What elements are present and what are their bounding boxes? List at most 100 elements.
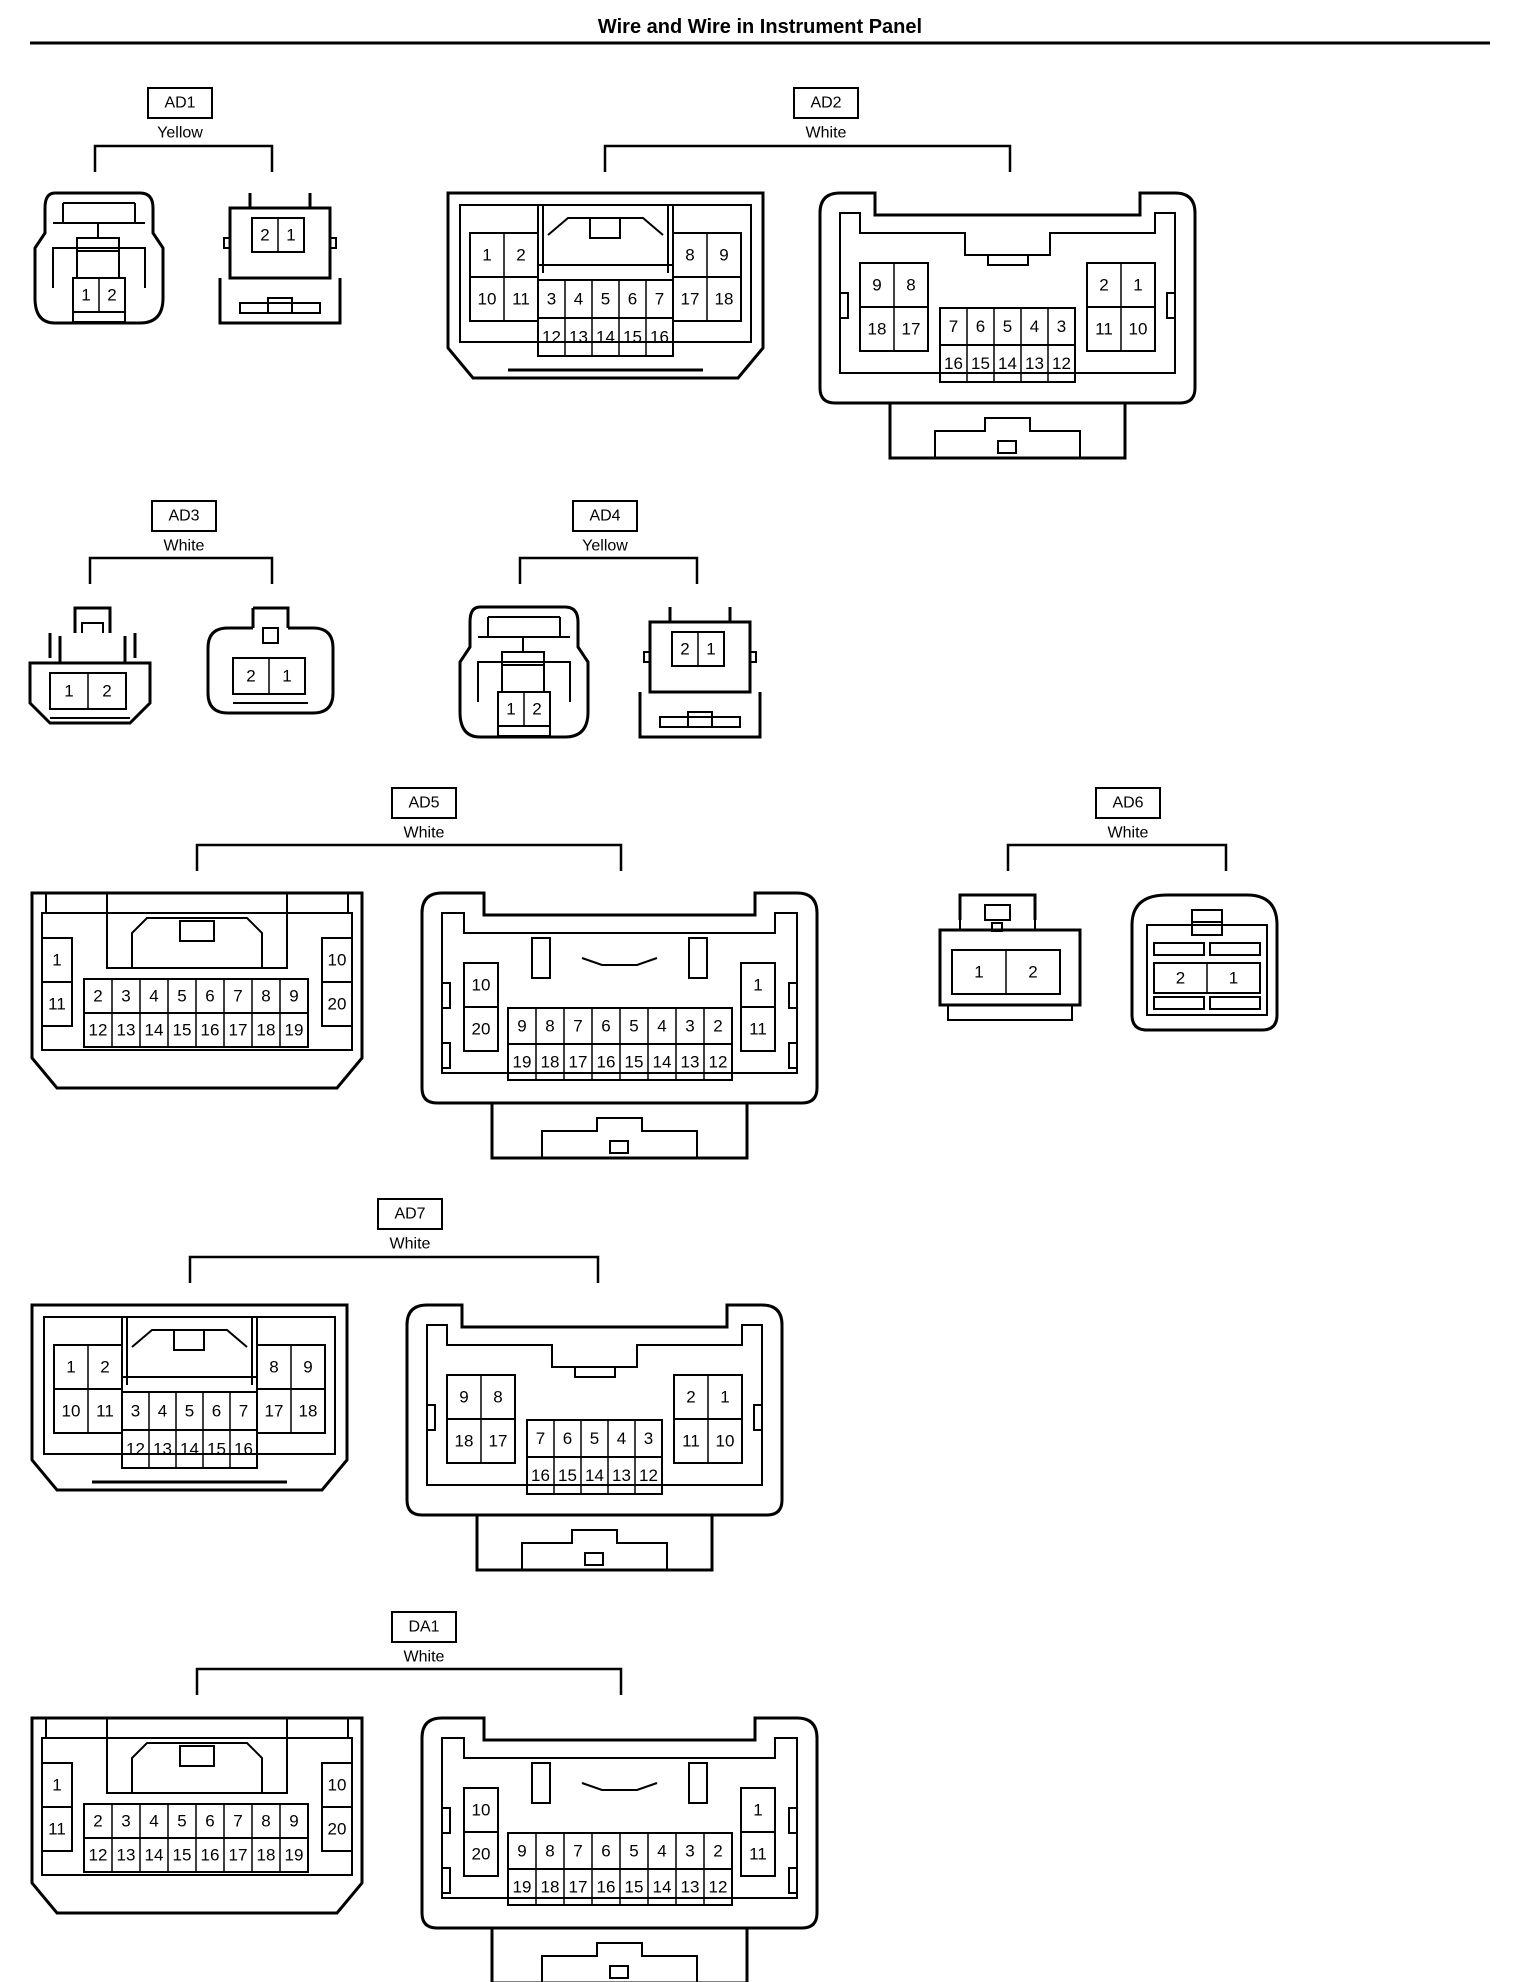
connector-bracket	[518, 556, 699, 584]
housing-inner	[477, 661, 571, 702]
pin-number: 1	[282, 667, 291, 686]
side-rib	[441, 1042, 451, 1069]
pin-number: 16	[201, 1021, 220, 1040]
pin-number: 12	[1052, 354, 1071, 373]
connector-id: AD2	[810, 95, 841, 112]
side-rib	[749, 651, 757, 663]
pin-number: 2	[713, 1842, 722, 1861]
latch-tab	[179, 1745, 215, 1767]
pin-number: 18	[868, 320, 887, 339]
pin-number: 9	[459, 1388, 468, 1407]
pin-number: 6	[628, 290, 637, 309]
housing-inner	[426, 1324, 763, 1486]
pin-number: 11	[749, 1020, 767, 1039]
lock-housing	[218, 278, 342, 325]
pin-number: 12	[126, 1440, 145, 1459]
housing-outline	[818, 191, 1197, 405]
pin-number: 1	[52, 1776, 61, 1795]
pin-number: 19	[285, 1846, 304, 1865]
pin-number: 17	[265, 1402, 284, 1421]
pin-number: 10	[328, 951, 347, 970]
housing-outline	[30, 1716, 364, 1915]
pin-number: 2	[100, 1358, 109, 1377]
pin-number: 14	[653, 1053, 672, 1072]
pin-number: 1	[1133, 276, 1142, 295]
pin-number: 8	[269, 1358, 278, 1377]
pin-number: 10	[1129, 320, 1148, 339]
pin-number: 18	[455, 1432, 474, 1451]
pin-number: 7	[239, 1402, 248, 1421]
connector-bracket	[1006, 843, 1228, 871]
connector-id-box	[793, 87, 859, 119]
pin-number: 11	[682, 1432, 700, 1451]
pin-number: 1	[753, 976, 762, 995]
pin-number: 3	[685, 1017, 694, 1036]
pin-number: 1	[506, 700, 515, 719]
latch-slot	[987, 254, 1029, 266]
latch-tab	[501, 651, 545, 693]
latch-slot	[581, 957, 658, 966]
pin-number: 4	[158, 1402, 167, 1421]
pin-number: 14	[180, 1440, 199, 1459]
pin-number: 8	[261, 1812, 270, 1831]
pin-row	[463, 1006, 499, 1052]
latch-tab	[589, 217, 621, 239]
connector-bracket	[93, 144, 274, 172]
side-rib	[1166, 292, 1176, 319]
pin-number: 9	[303, 1358, 312, 1377]
connector-id: AD6	[1112, 795, 1143, 812]
connector-id-box	[391, 1611, 457, 1643]
pin-number: 18	[541, 1053, 560, 1072]
pin-number: 14	[145, 1846, 164, 1865]
housing-outline	[938, 928, 1082, 1007]
housing-outline	[28, 661, 152, 725]
pin-row	[740, 1831, 776, 1877]
latch-tab	[984, 904, 1011, 921]
pin-row	[740, 1006, 776, 1052]
pin-number: 1	[66, 1358, 75, 1377]
pin-number: 1	[482, 246, 491, 265]
guide-rib	[531, 1762, 551, 1804]
pin-number: 5	[629, 1842, 638, 1861]
connector-bracket	[88, 556, 274, 584]
pin-number: 9	[289, 987, 298, 1006]
pin-number: 4	[1030, 317, 1039, 336]
pin-number: 1	[1229, 969, 1238, 988]
pin-number: 1	[81, 286, 90, 305]
side-rib	[643, 651, 651, 663]
pin-number: 18	[257, 1846, 276, 1865]
side-rib	[426, 1404, 436, 1431]
pin-number: 19	[513, 1878, 532, 1897]
pin-number: 10	[478, 290, 497, 309]
pin-number: 2	[713, 1017, 722, 1036]
pin-number: 14	[653, 1878, 672, 1897]
connector-id: AD5	[408, 795, 439, 812]
lock-housing	[888, 401, 1127, 460]
connector-id: AD3	[168, 508, 199, 525]
latch-tab	[81, 622, 104, 633]
lock-bar	[1209, 942, 1261, 956]
pin-number: 17	[229, 1021, 248, 1040]
pin-number: 2	[93, 1812, 102, 1831]
latch-frame	[106, 1738, 288, 1794]
pin-number: 15	[558, 1466, 577, 1485]
pin-number: 4	[657, 1842, 666, 1861]
lock-bar	[72, 311, 126, 323]
pin-number: 8	[261, 987, 270, 1006]
pin-number: 15	[173, 1846, 192, 1865]
latch-rail	[542, 205, 669, 273]
pin-number: 12	[89, 1021, 108, 1040]
latch-frame	[106, 913, 288, 969]
pin-number: 16	[944, 354, 963, 373]
pin-number: 9	[872, 276, 881, 295]
pin-number: 18	[299, 1402, 318, 1421]
pin-number: 13	[117, 1846, 136, 1865]
lock-housing	[490, 1101, 749, 1160]
pin-number: 8	[685, 246, 694, 265]
pin-row	[537, 317, 674, 357]
latch-rail	[959, 920, 1036, 930]
page-title: Wire and Wire in Instrument Panel	[598, 16, 922, 38]
